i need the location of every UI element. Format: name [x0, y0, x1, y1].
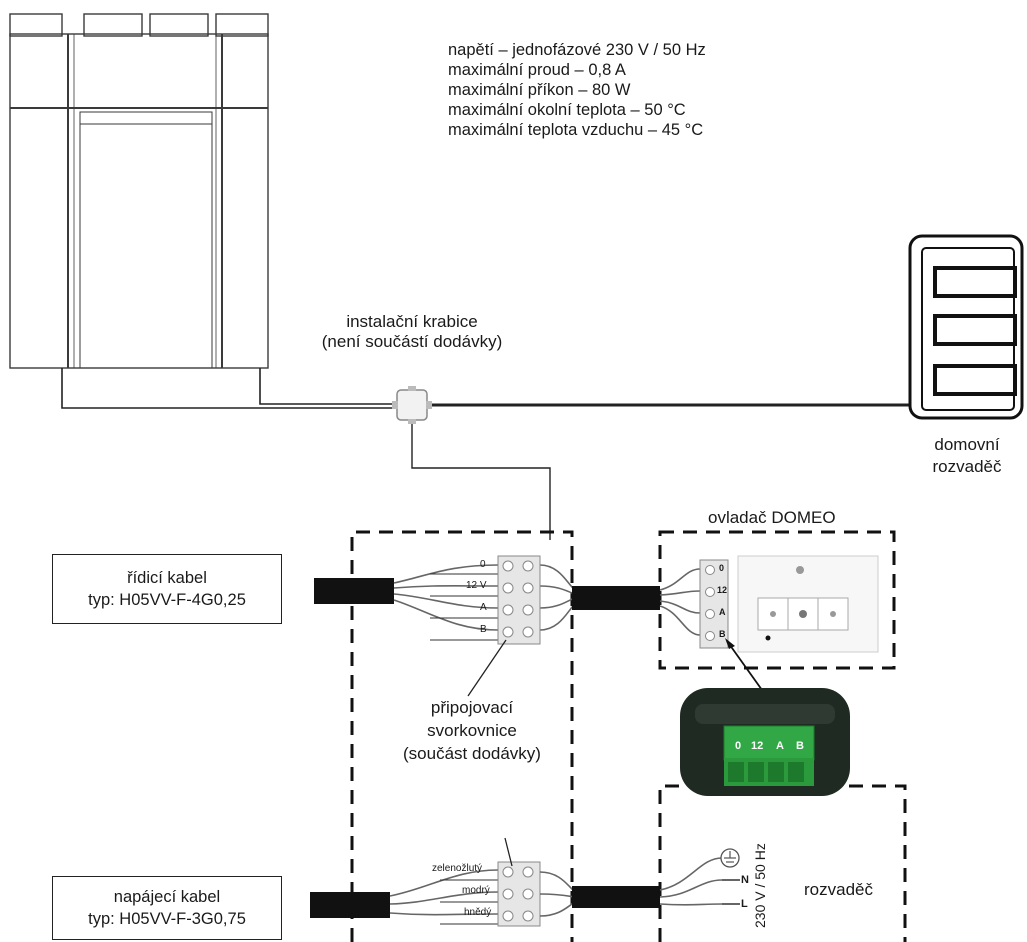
wire-label-brown: hnědý — [464, 907, 492, 918]
connector-label-0: 0 — [735, 740, 742, 752]
connector-photo — [680, 688, 850, 796]
power-cable — [310, 848, 740, 927]
spec-voltage: napětí – jednofázové 230 V / 50 Hz — [448, 41, 706, 59]
main-board-label-line2: rozvaděč — [932, 457, 1002, 476]
controller-terminal-b: B — [719, 629, 726, 639]
main-board-icon — [908, 234, 1024, 420]
controller-title: ovladač DOMEO — [708, 508, 836, 527]
supply-wires — [61, 368, 912, 540]
terminal-block-label-line2: svorkovnice — [427, 721, 517, 740]
ventilation-unit — [9, 13, 269, 369]
controller-device — [699, 555, 879, 691]
spec-ambient-temp: maximální okolní teplota – 50 °C — [448, 101, 686, 119]
power-cable-name: napájecí kabel — [113, 888, 221, 906]
controller-terminal-12: 12 — [717, 585, 728, 595]
control-terminal-block — [497, 555, 541, 645]
spec-current: maximální proud – 0,8 A — [448, 61, 626, 79]
power-cable-type: typ: H05VV-F-3G0,75 — [88, 910, 246, 928]
terminal-block-label: připojovací svorkovnice (součást dodávky… — [378, 696, 566, 765]
control-cable-label: řídicí kabel typ: H05VV-F-4G0,25 — [52, 554, 282, 624]
junction-box-label: instalační krabice (není součástí dodávk… — [300, 312, 524, 352]
control-cable-type: typ: H05VV-F-4G0,25 — [88, 591, 246, 609]
terminal-label-a: A — [480, 602, 487, 613]
terminal-label-12v: 12 V — [466, 580, 487, 591]
distribution-voltage: 230 V / 50 Hz — [752, 843, 768, 928]
control-cable — [314, 564, 701, 641]
spec-air-temp: maximální teplota vzduchu – 45 °C — [448, 121, 704, 139]
terminal-block-label-line3: (součást dodávky) — [403, 744, 541, 763]
main-board-label: domovní rozvaděč — [912, 434, 1022, 478]
junction-box — [392, 386, 432, 424]
junction-box-label-line1: instalační krabice — [346, 312, 478, 331]
terminal-block-label-line1: připojovací — [430, 698, 514, 717]
power-terminal-leader — [504, 837, 513, 867]
control-cable-name: řídicí kabel — [127, 569, 207, 587]
connector-label-b: B — [796, 740, 804, 752]
terminal-label-0: 0 — [480, 559, 486, 570]
main-board-label-line1: domovní — [934, 435, 1000, 454]
wire-label-green-yellow: zelenožlutý — [432, 863, 483, 874]
distribution-terminal-n: N — [741, 874, 749, 886]
connector-label-a: A — [776, 740, 784, 752]
specifications: napětí – jednofázové 230 V / 50 Hz maxim… — [448, 40, 706, 140]
spec-power: maximální příkon – 80 W — [448, 81, 631, 99]
wire-label-blue: modrý — [462, 885, 490, 896]
power-cable-label: napájecí kabel typ: H05VV-F-3G0,75 — [52, 876, 282, 940]
controller-terminal-a: A — [719, 607, 726, 617]
connector-label-12: 12 — [751, 740, 764, 752]
terminal-block-leader — [467, 639, 507, 697]
distribution-label: rozvaděč — [804, 880, 873, 899]
distribution-terminal-l: L — [741, 898, 748, 910]
junction-box-label-line2: (není součástí dodávky) — [321, 332, 503, 351]
controller-terminal-0: 0 — [719, 563, 725, 573]
terminal-label-b: B — [480, 624, 487, 635]
